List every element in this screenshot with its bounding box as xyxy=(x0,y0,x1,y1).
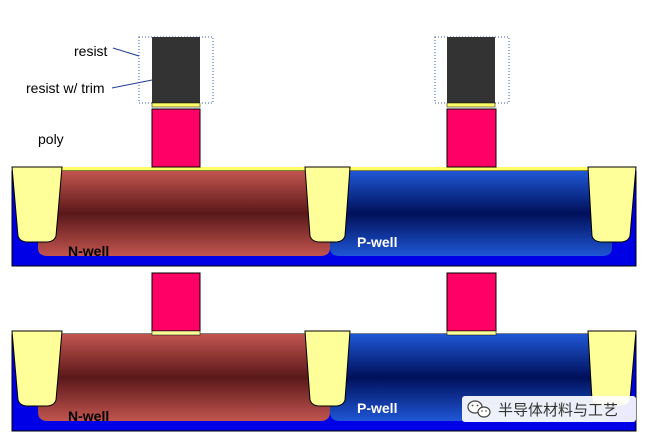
p-well-label-top: P-well xyxy=(357,234,397,250)
n-well-label-top: N-well xyxy=(68,243,109,259)
watermark-text: 半导体材料与工艺 xyxy=(498,401,618,419)
poly-gate-right-bottom xyxy=(446,272,497,332)
resist-trim-leader-line xyxy=(111,79,153,89)
sti-middle-bottom xyxy=(304,330,351,407)
resist-trim-label: resist w/ trim xyxy=(26,80,105,96)
gate-oxide-right-bottom xyxy=(446,330,497,336)
poly-label: poly xyxy=(38,131,64,147)
watermark-backdrop xyxy=(462,396,636,422)
resist-right xyxy=(447,37,495,103)
n-well-region-top xyxy=(38,171,330,256)
resist-leader-line xyxy=(112,47,140,57)
sti-right-top xyxy=(587,166,637,243)
n-well-region-bottom xyxy=(38,334,330,421)
gate-oxide-left-bottom xyxy=(151,330,201,336)
resist-trim-left xyxy=(151,102,201,108)
watermark: 半导体材料与工艺 xyxy=(462,396,636,422)
wechat-icon xyxy=(467,400,491,418)
sti-middle-top xyxy=(304,166,351,243)
poly-gate-left-top xyxy=(151,108,201,168)
sti-left-top xyxy=(11,166,63,243)
poly-gate-right-top xyxy=(446,108,497,168)
resist-label: resist xyxy=(74,43,108,59)
p-well-label-bottom: P-well xyxy=(357,400,397,416)
p-well-region-top xyxy=(330,171,612,256)
sti-left-bottom xyxy=(11,330,63,407)
poly-gate-left-bottom xyxy=(151,272,201,332)
resist-left xyxy=(152,37,200,103)
n-well-label-bottom: N-well xyxy=(68,408,109,424)
resist-trim-right xyxy=(446,102,496,108)
sti-right-bottom xyxy=(587,330,637,407)
top-panel: N-well P-well xyxy=(11,36,637,267)
